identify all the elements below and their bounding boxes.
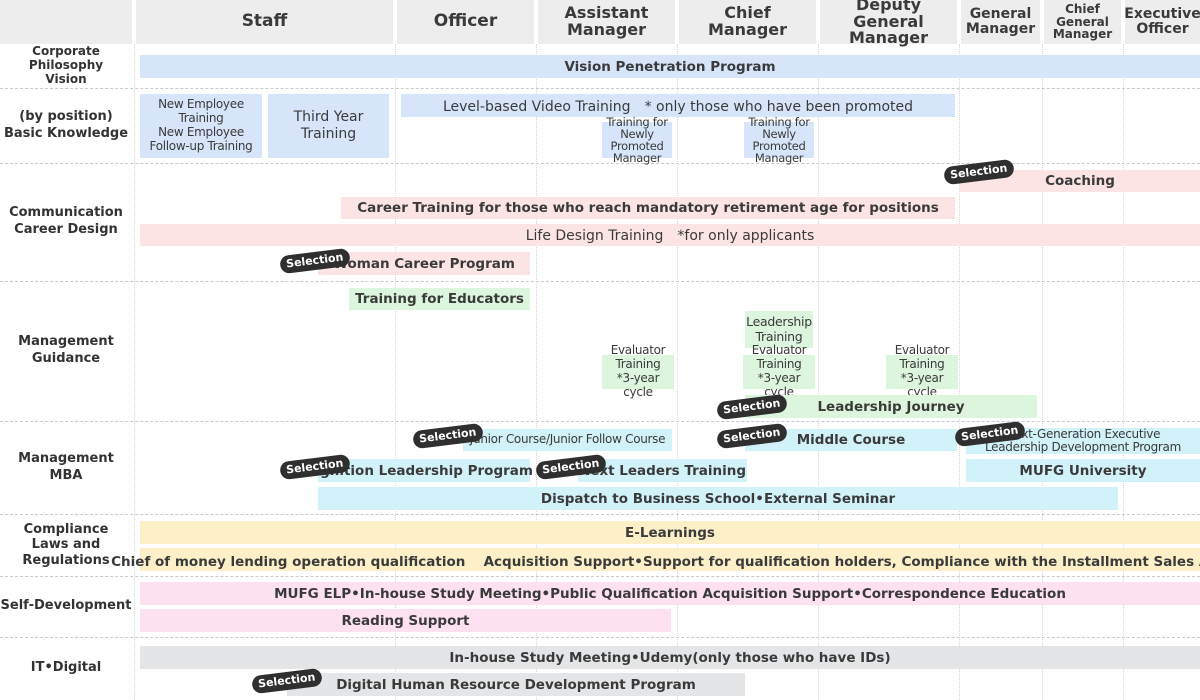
program-level-based-video: Level-based Video Training * only those … xyxy=(401,94,955,117)
row-label-self-development: Self-Development xyxy=(0,598,132,614)
program-evaluator-training-3: Evaluator Training *3-year cycle xyxy=(886,344,958,399)
program-evaluator-training-2: Evaluator Training *3-year cycle xyxy=(743,344,815,399)
column-general-manager: General Manager xyxy=(961,0,1040,44)
row-divider xyxy=(0,576,1200,577)
program-digital-hr-development: Digital Human Resource Development Progr… xyxy=(287,673,745,696)
row-label-mba: Management MBA xyxy=(18,450,114,483)
program-leadership-journey: Leadership Journey xyxy=(745,395,1037,418)
grid-vline xyxy=(1042,44,1043,700)
row-divider xyxy=(0,421,1200,422)
program-reading-support: Reading Support xyxy=(140,609,671,632)
column-officer: Officer xyxy=(397,0,534,44)
program-third-year-training: Third Year Training xyxy=(268,94,389,158)
program-woman-career: Woman Career Program xyxy=(318,252,530,275)
row-label-basic-knowledge: (by position) Basic Knowledge xyxy=(3,108,129,141)
row-divider xyxy=(0,637,1200,638)
program-mufg-elp: MUFG ELP•In-house Study Meeting•Public Q… xyxy=(140,582,1200,605)
program-qualification-support: Chief of money lending operation qualifi… xyxy=(111,548,1200,571)
column-chief-general-manager: Chief General Manager xyxy=(1044,0,1121,44)
program-newly-promoted-manager-2: Training for Newly Promoted Manager xyxy=(744,116,814,164)
grid-vline xyxy=(1123,44,1124,700)
grid-vline xyxy=(818,44,819,700)
program-career-training: Career Training for those who reach mand… xyxy=(341,197,955,219)
grid-vline xyxy=(395,44,396,700)
program-new-employee-training: New Employee Training New Employee Follo… xyxy=(140,94,262,158)
row-divider xyxy=(0,514,1200,515)
program-life-design: Life Design Training *for only applicant… xyxy=(140,224,1200,246)
program-newly-promoted-manager-1: Training for Newly Promoted Manager xyxy=(602,116,672,164)
grid-vline xyxy=(959,44,960,700)
column-deputy-general-manager: Deputy General Manager xyxy=(820,0,957,46)
header-corner xyxy=(0,0,132,44)
grid-vline xyxy=(677,44,678,700)
row-label-management-guidance: Management Guidance xyxy=(18,334,114,366)
program-dispatch-business-school: Dispatch to Business School•External Sem… xyxy=(318,487,1118,510)
row-label-compliance: Compliance Laws and Regulations xyxy=(22,521,110,568)
row-label-philosophy: Corporate Philosophy Vision xyxy=(28,44,104,86)
column-assistant-manager: Assistant Manager xyxy=(538,0,675,44)
column-chief-manager: Chief Manager xyxy=(679,0,816,44)
row-label-communication: Communication Career Design xyxy=(9,205,123,237)
program-leadership-training: Leadership Training xyxy=(745,311,813,348)
program-training-for-educators: Training for Educators xyxy=(349,288,530,310)
program-e-learnings: E-Learnings xyxy=(140,521,1200,544)
column-staff: Staff xyxy=(136,0,393,44)
program-coaching: Coaching xyxy=(960,170,1200,192)
program-ignition-leadership: Ignition Leadership Program xyxy=(315,459,533,482)
column-executive-officer: Executive Officer xyxy=(1124,0,1200,44)
row-divider xyxy=(0,163,1200,164)
program-mufg-university: MUFG University xyxy=(966,459,1200,482)
row-label-it-digital: IT•Digital xyxy=(30,660,102,676)
program-in-house-udemy: In-house Study Meeting•Udemy(only those … xyxy=(140,646,1200,669)
program-next-leaders-training: Next Leaders Training xyxy=(578,459,747,482)
program-middle-course: Middle Course xyxy=(745,429,957,451)
row-divider xyxy=(0,281,1200,282)
program-vision-penetration: Vision Penetration Program xyxy=(140,55,1200,78)
grid-vline xyxy=(134,44,135,700)
program-junior-course: Junior Course/Junior Follow Course xyxy=(463,429,672,451)
row-divider xyxy=(0,88,1200,89)
program-evaluator-training-1: Evaluator Training *3-year cycle xyxy=(602,344,674,399)
grid-vline xyxy=(536,44,537,700)
